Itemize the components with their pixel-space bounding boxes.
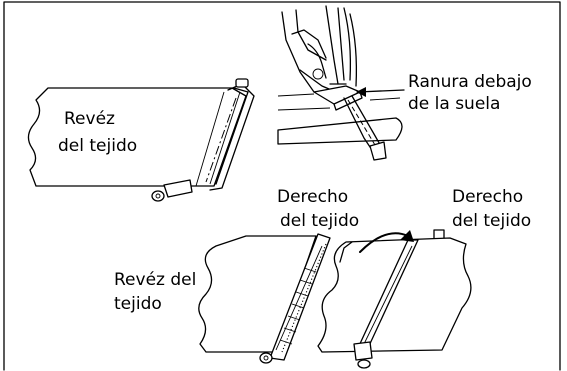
- zipper-sewn-fabrics: [198, 229, 472, 369]
- label-derecho-right-line1: Derecho: [452, 187, 523, 207]
- flip-arrow: [359, 232, 409, 253]
- label-reves-bottom-line1: Revéz del: [114, 270, 196, 290]
- label-ranura-line1: Ranura debajo: [408, 72, 532, 92]
- label-derecho-right-line2: del tejido: [452, 211, 531, 231]
- label-reves-top-line2: del tejido: [58, 136, 137, 156]
- figure-frame: [3, 1, 561, 371]
- label-derecho-left-line2: del tejido: [280, 211, 359, 231]
- label-reves-top-line1: Revéz: [64, 109, 115, 129]
- folded-fabric-with-zipper: [27, 78, 255, 202]
- groove-arrowhead: [356, 87, 366, 97]
- label-derecho-left-line1: Derecho: [277, 187, 348, 207]
- presser-foot-illustration: [277, 5, 403, 161]
- label-ranura-line2: de la suela: [408, 94, 500, 114]
- flip-arrowhead: [400, 230, 414, 242]
- label-reves-bottom-line2: tejido: [114, 294, 162, 314]
